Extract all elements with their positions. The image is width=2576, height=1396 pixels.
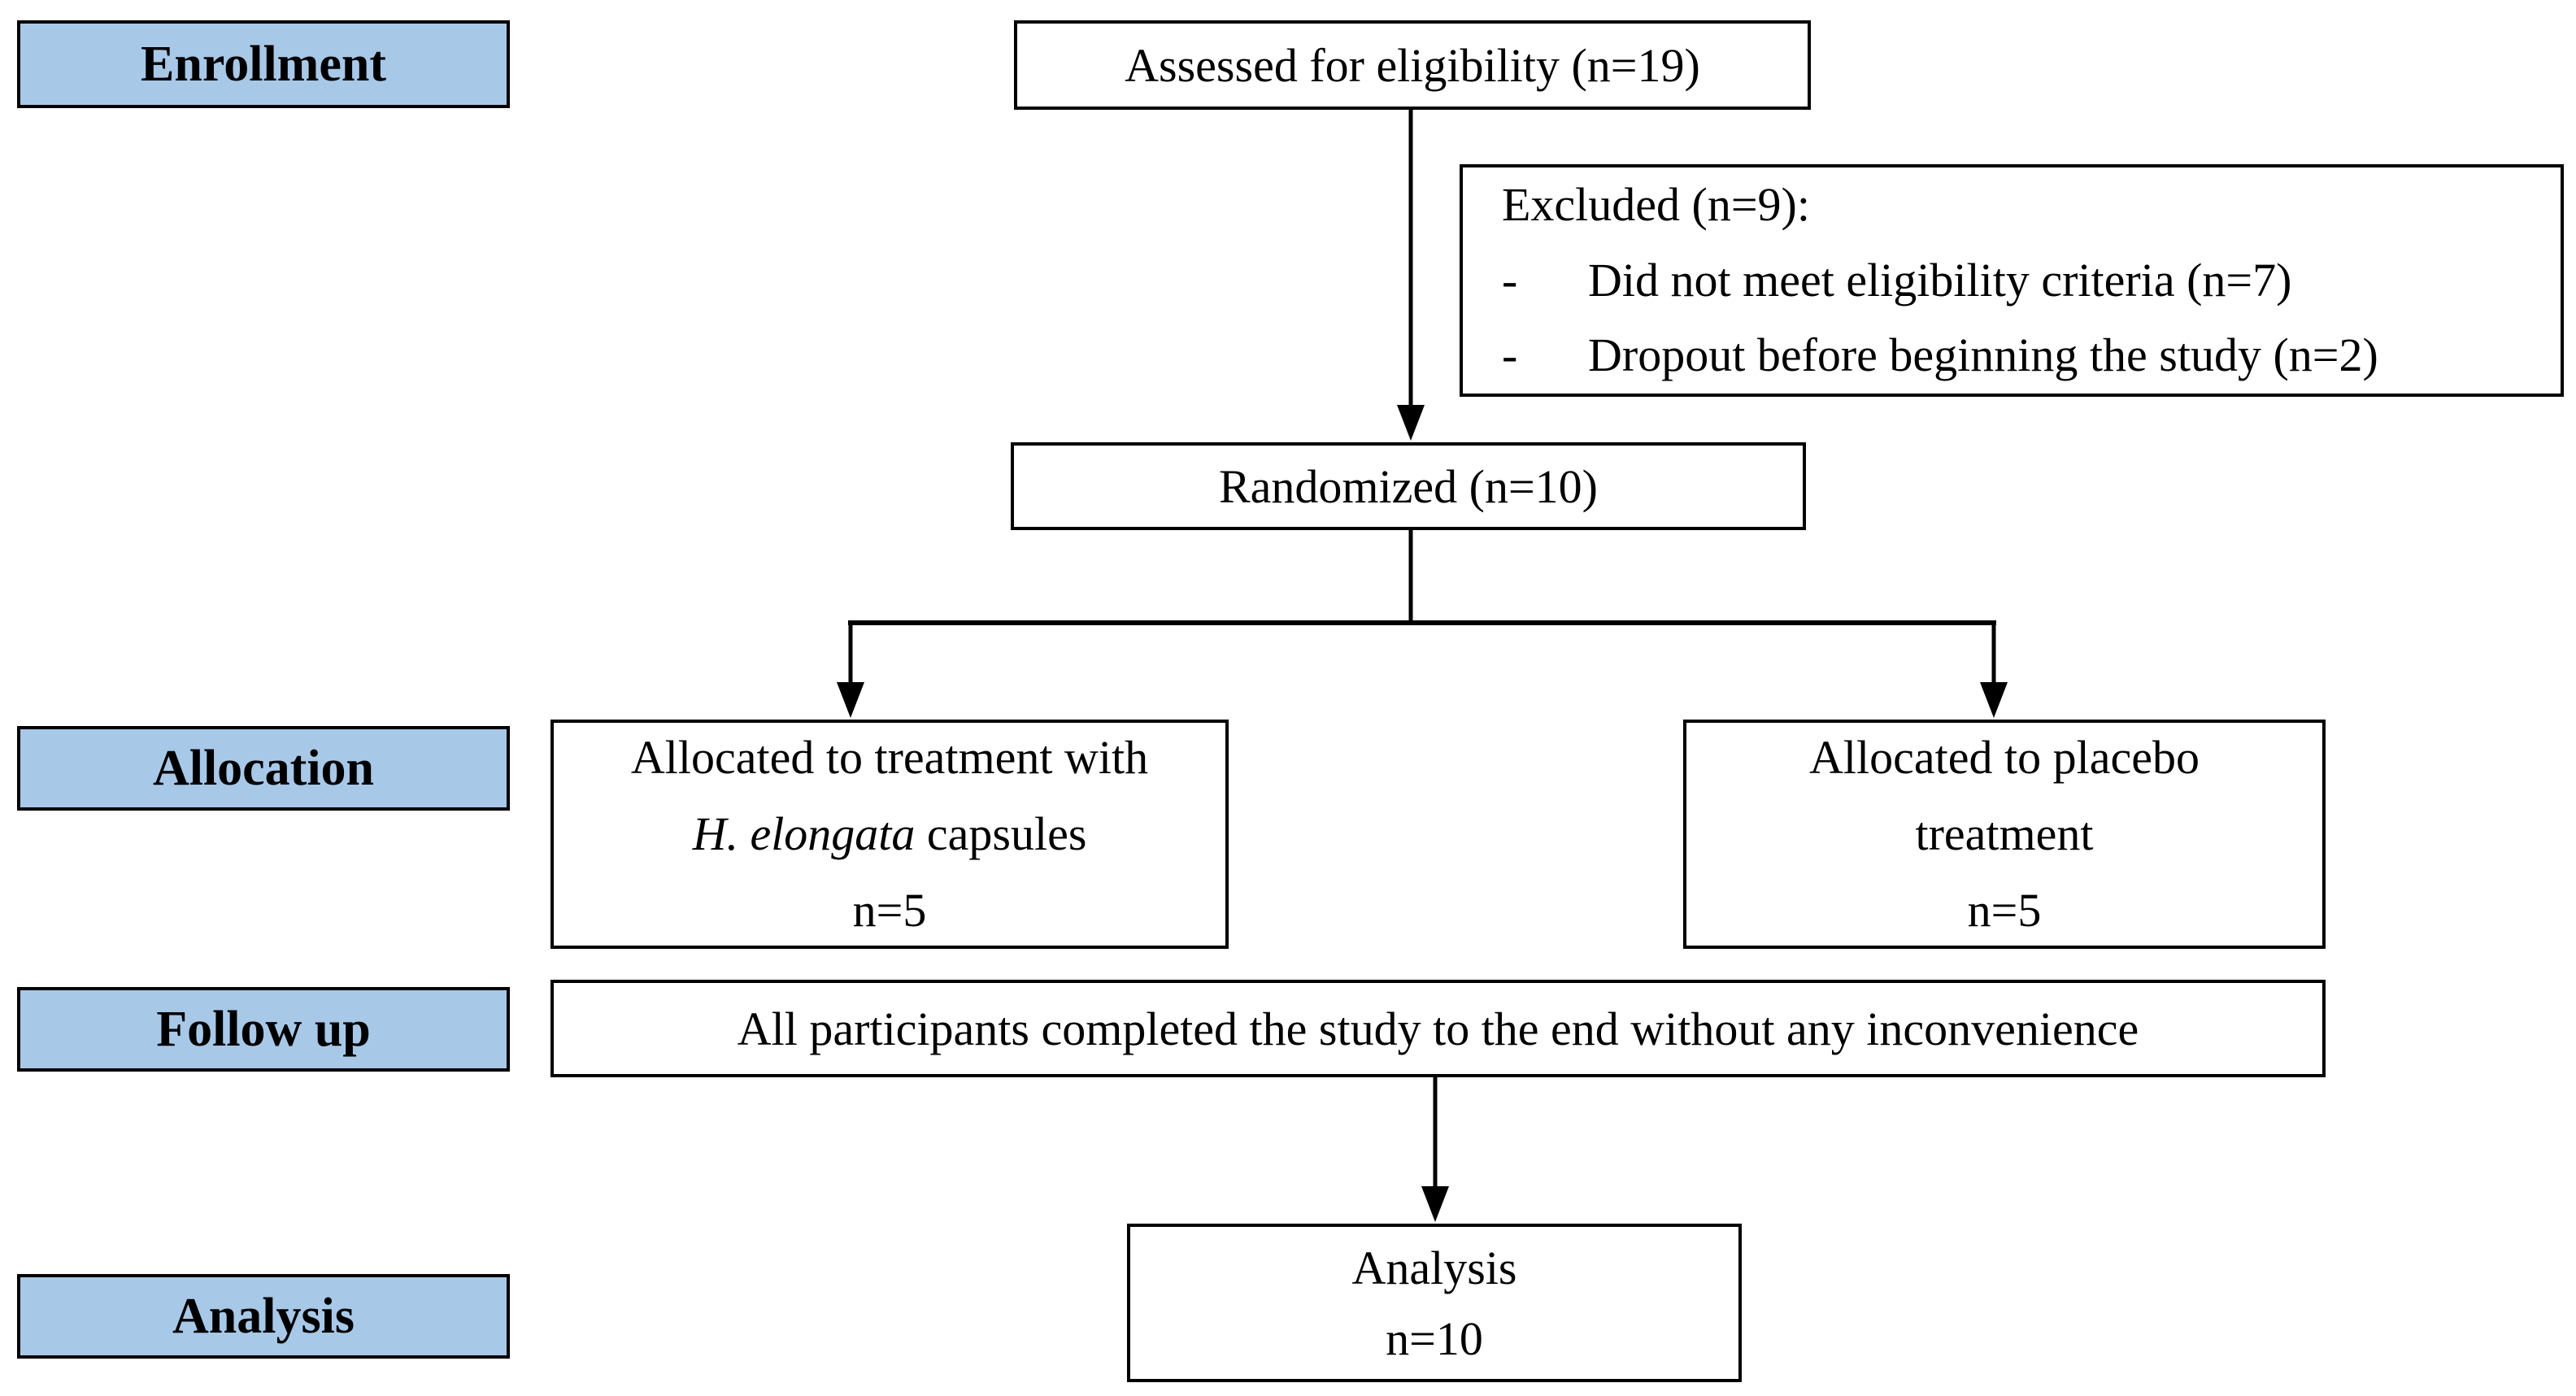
stage-label-followup-text: Follow up [156, 1002, 371, 1057]
analysis-box: Analysis n=10 [1127, 1224, 1742, 1382]
excluded-item: - Dropout before beginning the study (n=… [1502, 318, 2528, 394]
assessed-text: Assessed for eligibility (n=19) [1125, 38, 1700, 92]
arrowhead-placebo [1980, 682, 2008, 718]
followup-box: All participants completed the study to … [550, 980, 2326, 1077]
bullet-dash: - [1502, 253, 1518, 307]
allocation-treatment-box: Allocated to treatment with H. elongata … [550, 720, 1229, 949]
excluded-item-text: Did not meet eligibility criteria (n=7) [1588, 253, 2292, 307]
analysis-n: n=10 [1386, 1311, 1483, 1365]
allocation-placebo-box: Allocated to placebo treatment n=5 [1683, 720, 2326, 949]
stage-label-analysis-text: Analysis [172, 1289, 355, 1344]
stage-label-followup: Follow up [17, 987, 510, 1072]
allocation-treatment-n: n=5 [852, 883, 927, 937]
allocation-placebo-n: n=5 [1967, 883, 2042, 937]
analysis-line1: Analysis [1351, 1241, 1517, 1294]
allocation-treatment-line2: H. elongata capsules [693, 796, 1087, 872]
stage-label-enrollment-text: Enrollment [141, 37, 386, 92]
randomized-text: Randomized (n=10) [1219, 459, 1598, 513]
allocation-treatment-line2-rest: capsules [915, 807, 1087, 861]
excluded-item-text: Dropout before beginning the study (n=2) [1588, 328, 2378, 382]
stage-label-allocation-text: Allocation [152, 741, 375, 796]
bullet-dash: - [1502, 328, 1518, 382]
assessed-box: Assessed for eligibility (n=19) [1014, 20, 1811, 110]
arrowhead-randomized [1397, 405, 1425, 441]
species-name-italic: H. elongata [692, 807, 916, 861]
randomized-box: Randomized (n=10) [1011, 442, 1806, 530]
arrowhead-analysis [1421, 1186, 1449, 1222]
allocation-treatment-line1: Allocated to treatment with [630, 731, 1149, 785]
arrowhead-treatment [837, 682, 864, 718]
followup-text: All participants completed the study to … [737, 1002, 2139, 1055]
allocation-placebo-line2: treatment [1915, 807, 2094, 861]
excluded-box: Excluded (n=9): - Did not meet eligibili… [1460, 164, 2564, 397]
excluded-title: Excluded (n=9): [1502, 177, 1810, 231]
stage-label-analysis: Analysis [17, 1274, 510, 1359]
stage-label-allocation: Allocation [17, 726, 510, 811]
allocation-placebo-line1: Allocated to placebo [1809, 731, 2200, 785]
stage-label-enrollment: Enrollment [17, 20, 510, 108]
excluded-item: - Did not meet eligibility criteria (n=7… [1502, 243, 2528, 319]
